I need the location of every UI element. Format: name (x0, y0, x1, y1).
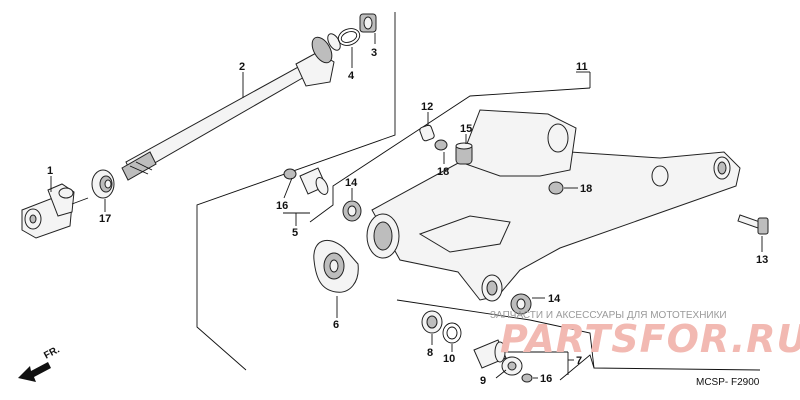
watermark-logo: PARTSFOR.RU (500, 317, 800, 361)
pivot-bolt-assembly (283, 167, 329, 195)
bolt (737, 214, 769, 235)
front-direction-indicator: FR. (18, 344, 62, 382)
watermark: ЗАПЧАСТИ И АКСЕССУАРЫ ДЛЯ МОТОТЕХНИКИ PA… (490, 310, 800, 361)
label-part-6: 6 (333, 319, 339, 331)
collar-lower (421, 310, 443, 334)
bearing-lower (510, 293, 532, 315)
label-part-7: 7 (576, 355, 582, 367)
bearing-upper (342, 200, 362, 222)
label-part-14-upper: 14 (345, 177, 358, 189)
cap (521, 373, 533, 383)
swing-arm (366, 109, 741, 302)
label-part-15: 15 (460, 123, 472, 135)
label-part-12: 12 (421, 101, 433, 113)
pivot-bolt-lower (473, 339, 507, 369)
nut-upper (434, 139, 448, 151)
label-part-9: 9 (480, 375, 486, 387)
label-part-18-upper: 18 (437, 166, 449, 178)
leader-lines (50, 33, 763, 379)
oil-seal (91, 169, 115, 199)
front-direction-label: FR. (42, 344, 62, 361)
label-part-16-lower: 16 (540, 373, 552, 385)
nut-right (548, 181, 564, 195)
label-part-11: 11 (576, 61, 588, 73)
label-part-8: 8 (427, 347, 433, 359)
label-part-16-upper: 16 (276, 200, 288, 212)
label-part-14-lower: 14 (548, 293, 561, 305)
label-part-13: 13 (756, 254, 768, 266)
label-part-10: 10 (443, 353, 455, 365)
label-part-18-right: 18 (580, 183, 592, 195)
circlip (337, 28, 361, 46)
label-part-2: 2 (239, 61, 245, 73)
diagram-code: MCSP- F2900 (696, 377, 760, 388)
part-labels: 1 17 2 3 4 16 5 6 11 12 15 18 14 18 13 1… (47, 47, 768, 387)
bushing (455, 142, 473, 165)
drive-shaft (121, 33, 341, 181)
label-part-4: 4 (348, 70, 355, 82)
label-part-3: 3 (371, 47, 377, 59)
dust-boot (313, 239, 359, 293)
collar (419, 124, 435, 142)
front-arrow-icon (18, 362, 51, 382)
lock-nut (501, 356, 523, 376)
label-part-17: 17 (99, 213, 111, 225)
seal-lower (442, 322, 462, 344)
frame-lines (196, 12, 761, 381)
label-part-5: 5 (292, 227, 298, 239)
universal-joint (21, 183, 89, 239)
watermark-caption: ЗАПЧАСТИ И АКСЕССУАРЫ ДЛЯ МОТОТЕХНИКИ (490, 310, 727, 321)
nut (359, 13, 377, 33)
label-part-1: 1 (47, 165, 53, 177)
